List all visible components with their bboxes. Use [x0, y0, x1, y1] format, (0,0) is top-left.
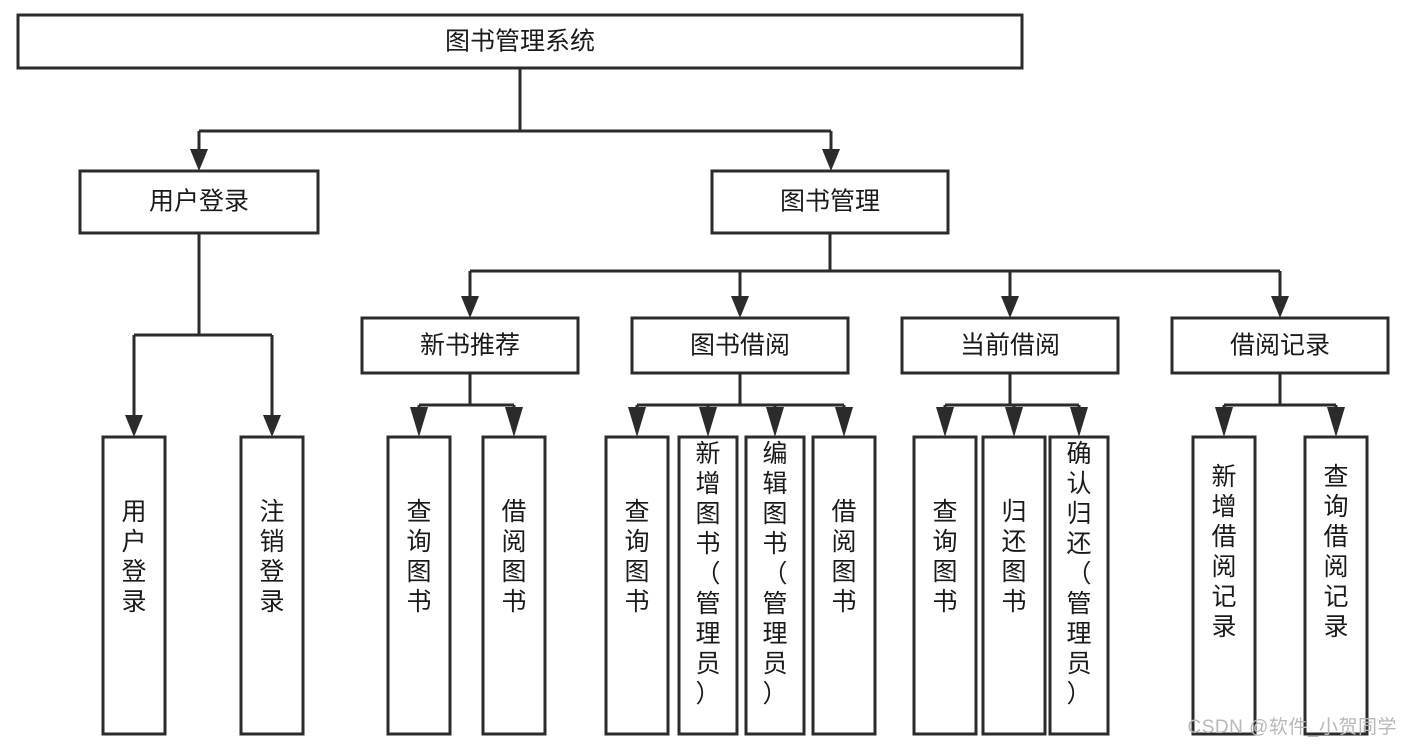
node-new-book-rec-box[interactable] — [360, 316, 580, 375]
node-leaf-edit-book-label: 编辑图书（管理员） — [762, 440, 787, 708]
node-user-login[interactable]: 用户登录 — [78, 169, 320, 235]
arrow-head-new-book-rec — [461, 296, 479, 318]
node-leaf-borrow-book-2[interactable]: 借阅图书 — [811, 435, 877, 736]
node-leaf-logout-label: 注销登录 — [259, 498, 284, 616]
arrow-head-leaf-confirm-return — [1070, 407, 1088, 437]
arrow-head-book-manage — [822, 149, 840, 171]
node-leaf-query-book-3-box[interactable] — [912, 435, 978, 736]
node-leaf-query-book-3-label: 查询图书 — [932, 498, 957, 616]
node-leaf-add-book-label: 新增图书（管理员） — [695, 440, 720, 708]
node-leaf-query-book-1[interactable]: 查询图书 — [386, 435, 452, 736]
node-leaf-user-login[interactable]: 用户登录 — [101, 435, 167, 736]
node-root-label: 图书管理系统 — [445, 28, 595, 56]
connectors-user-login-to-leaves — [125, 233, 281, 437]
arrow-head-leaf-logout — [263, 415, 281, 437]
node-root[interactable]: 图书管理系统 — [16, 13, 1024, 70]
arrow-head-leaf-query-book-2 — [628, 407, 646, 437]
node-leaf-borrow-book-2-label: 借阅图书 — [831, 498, 856, 616]
node-leaf-confirm-return[interactable]: 确认归还（管理员） — [1048, 435, 1110, 736]
node-leaf-return-book[interactable]: 归还图书 — [981, 435, 1047, 736]
arrow-head-leaf-query-book-3 — [936, 407, 954, 437]
node-book-borrow[interactable]: 图书借阅 — [630, 316, 850, 375]
connectors-book-manage-to-level3 — [461, 233, 1289, 318]
node-leaf-query-book-1-box[interactable] — [386, 435, 452, 736]
node-leaf-logout-box[interactable] — [239, 435, 305, 736]
node-leaf-return-book-label: 归还图书 — [1001, 498, 1026, 616]
arrow-head-book-borrow — [731, 296, 749, 318]
arrow-head-borrow-record — [1271, 296, 1289, 318]
node-leaf-edit-book[interactable]: 编辑图书（管理员） — [744, 435, 806, 736]
node-book-manage-label: 图书管理 — [780, 188, 880, 216]
node-leaf-user-login-label: 用户登录 — [121, 498, 146, 616]
node-book-manage[interactable]: 图书管理 — [710, 169, 950, 235]
node-borrow-record[interactable]: 借阅记录 — [1170, 316, 1390, 375]
node-leaf-query-book-2[interactable]: 查询图书 — [604, 435, 670, 736]
connectors-book-borrow-to-leaves — [628, 373, 853, 437]
arrow-head-leaf-add-record — [1215, 407, 1233, 437]
arrow-head-leaf-return-book — [1005, 407, 1023, 437]
node-leaf-borrow-book-1[interactable]: 借阅图书 — [481, 435, 547, 736]
arrow-head-leaf-edit-book — [766, 407, 784, 437]
node-leaf-query-book-3[interactable]: 查询图书 — [912, 435, 978, 736]
node-leaf-query-record-box[interactable] — [1303, 435, 1369, 736]
node-book-borrow-label: 图书借阅 — [690, 332, 790, 360]
node-user-login-box[interactable] — [78, 169, 320, 235]
node-leaf-borrow-book-1-label: 借阅图书 — [501, 498, 526, 616]
node-leaf-query-record[interactable]: 查询借阅记录 — [1303, 435, 1369, 736]
node-leaf-add-book[interactable]: 新增图书（管理员） — [677, 435, 739, 736]
node-book-borrow-box[interactable] — [630, 316, 850, 375]
arrow-head-user-login — [190, 149, 208, 171]
node-leaf-add-record-label: 新增借阅记录 — [1211, 463, 1236, 641]
node-leaf-add-book-box[interactable] — [677, 435, 739, 736]
connectors-new-book-rec-to-leaves — [410, 373, 523, 437]
node-leaf-confirm-return-box[interactable] — [1048, 435, 1110, 736]
connectors-current-borrow-to-leaves — [936, 373, 1088, 437]
node-leaf-query-record-label: 查询借阅记录 — [1323, 463, 1348, 641]
arrow-head-leaf-borrow-book-2 — [835, 407, 853, 437]
node-new-book-rec-label: 新书推荐 — [420, 332, 520, 360]
node-user-login-label: 用户登录 — [149, 188, 249, 216]
node-leaf-add-record-box[interactable] — [1191, 435, 1257, 736]
node-leaf-logout[interactable]: 注销登录 — [239, 435, 305, 736]
node-leaf-borrow-book-2-box[interactable] — [811, 435, 877, 736]
arrow-head-leaf-query-record — [1327, 407, 1345, 437]
arrow-head-current-borrow — [1001, 296, 1019, 318]
node-borrow-record-box[interactable] — [1170, 316, 1390, 375]
arrow-head-leaf-add-book — [699, 407, 717, 437]
node-current-borrow[interactable]: 当前借阅 — [900, 316, 1120, 375]
node-root-box[interactable] — [16, 13, 1024, 70]
node-leaf-query-book-1-label: 查询图书 — [406, 498, 431, 616]
node-leaf-borrow-book-1-box[interactable] — [481, 435, 547, 736]
node-current-borrow-label: 当前借阅 — [960, 332, 1060, 360]
node-book-manage-box[interactable] — [710, 169, 950, 235]
node-leaf-return-book-box[interactable] — [981, 435, 1047, 736]
arrow-head-leaf-user-login — [125, 415, 143, 437]
node-leaf-edit-book-box[interactable] — [744, 435, 806, 736]
node-current-borrow-box[interactable] — [900, 316, 1120, 375]
node-leaf-add-record[interactable]: 新增借阅记录 — [1191, 435, 1257, 736]
node-leaf-user-login-box[interactable] — [101, 435, 167, 736]
node-leaf-query-book-2-box[interactable] — [604, 435, 670, 736]
connectors-borrow-record-to-leaves — [1215, 373, 1345, 437]
node-new-book-rec[interactable]: 新书推荐 — [360, 316, 580, 375]
arrow-head-leaf-borrow-book-1 — [505, 407, 523, 437]
node-borrow-record-label: 借阅记录 — [1230, 332, 1330, 360]
connectors-root-to-level2 — [190, 68, 840, 171]
csdn-watermark: CSDN @软件_小贺同学 — [1187, 717, 1397, 738]
arrow-head-leaf-query-book-1 — [410, 407, 428, 437]
node-leaf-confirm-return-label: 确认归还（管理员） — [1066, 440, 1091, 708]
node-leaf-query-book-2-label: 查询图书 — [624, 498, 649, 616]
